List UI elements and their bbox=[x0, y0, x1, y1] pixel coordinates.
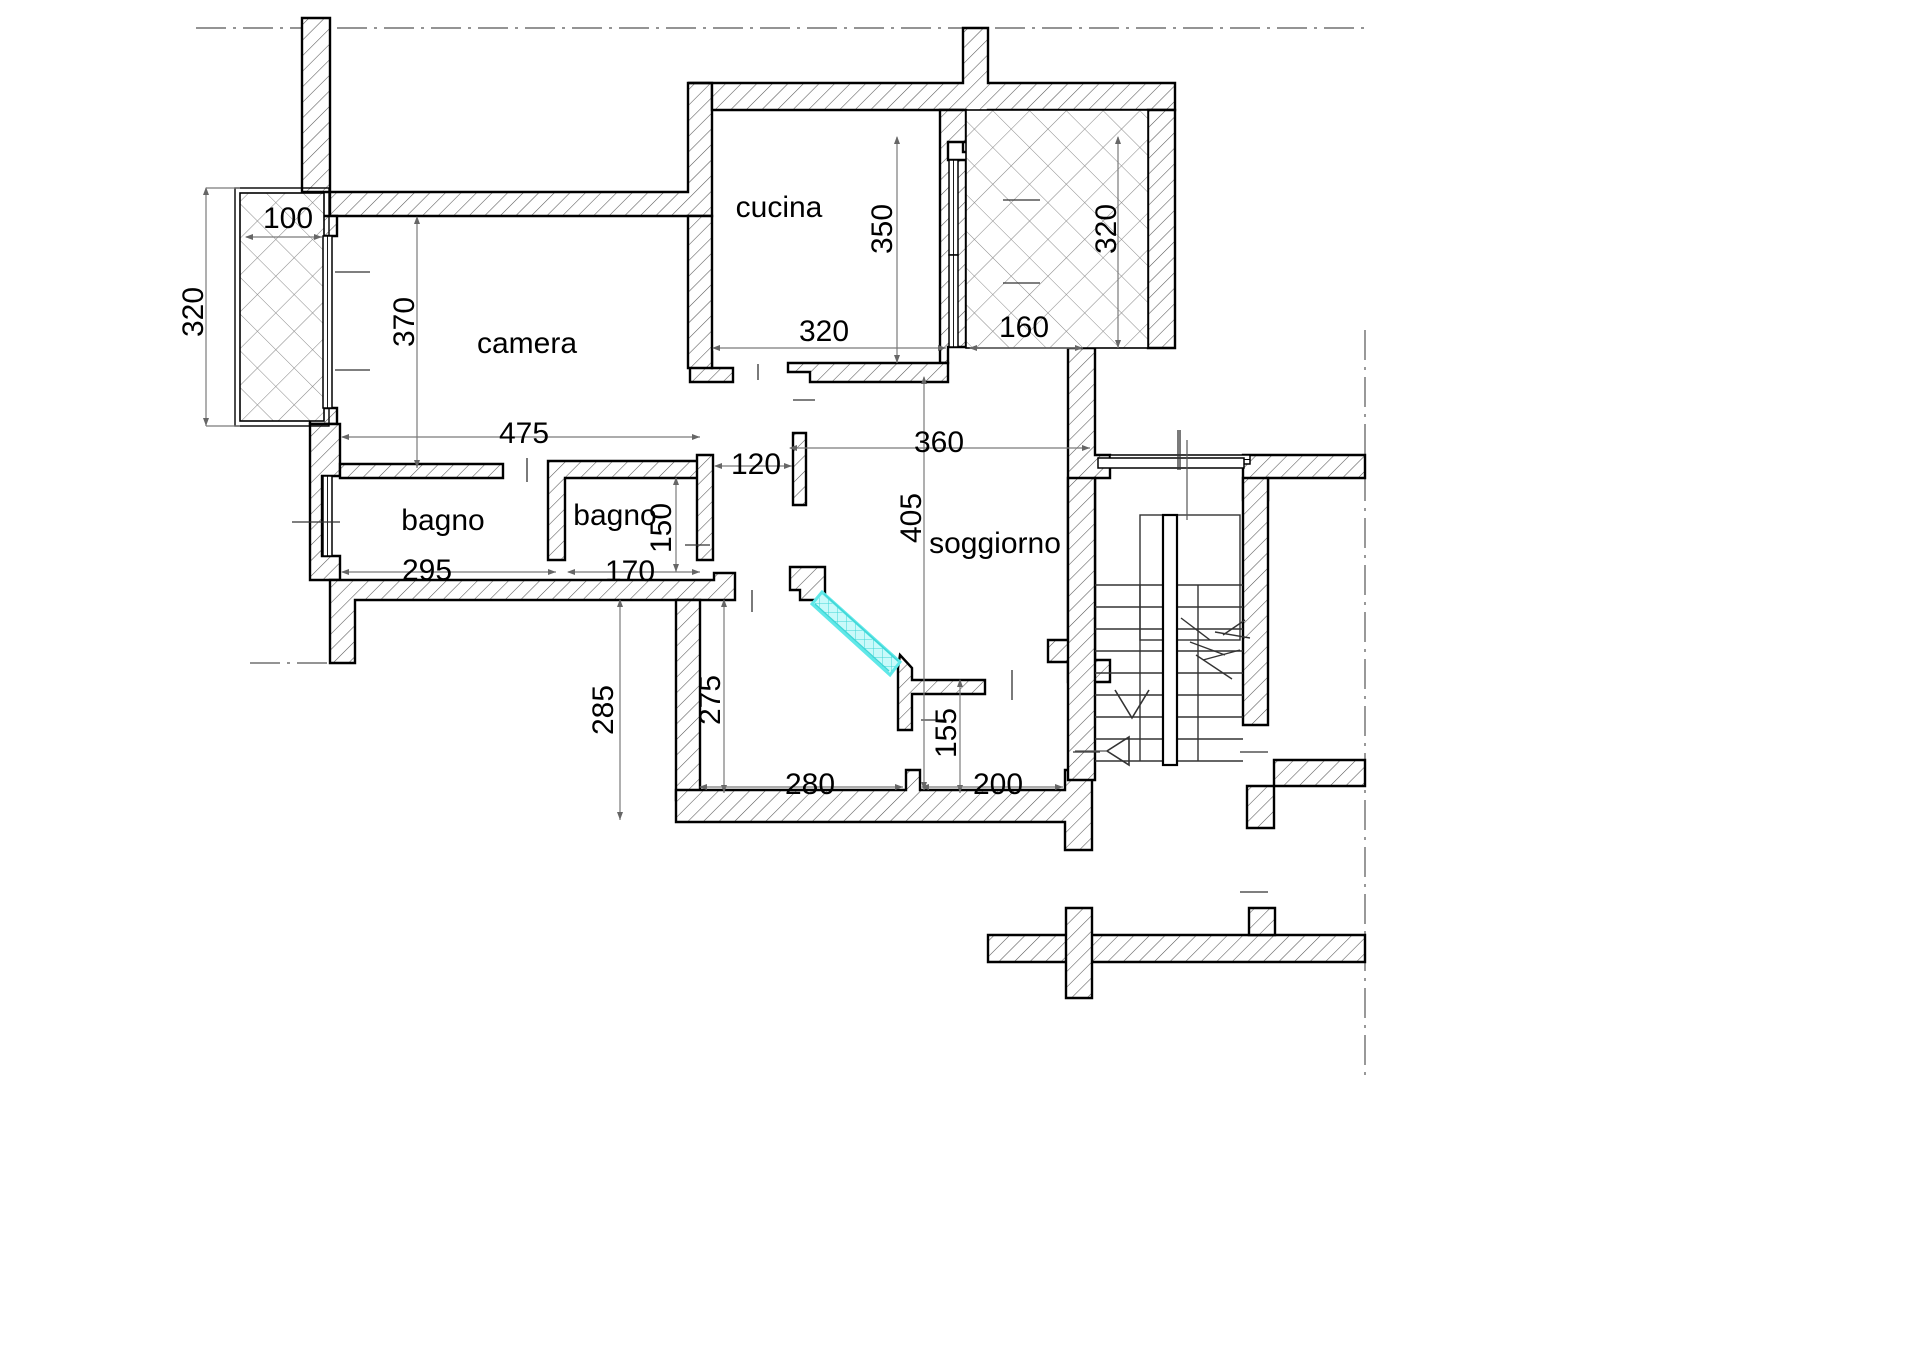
wall-ramp-foot bbox=[896, 652, 987, 732]
dimension-lines bbox=[203, 136, 1121, 820]
wall-bottom-right-stub bbox=[1245, 758, 1367, 830]
dimension-label-320-cucina: 320 bbox=[799, 315, 849, 348]
dimension-label-360-soggiorno: 360 bbox=[914, 426, 964, 459]
room-label-bagno-1: bagno bbox=[401, 504, 484, 537]
stair-down-arrow bbox=[1114, 689, 1150, 720]
wall-camera-cucina bbox=[686, 214, 714, 370]
ramp bbox=[809, 589, 903, 678]
staircase bbox=[1095, 440, 1251, 767]
dimension-label-200-bottom: 200 bbox=[973, 768, 1023, 801]
wall-bagno1-top bbox=[338, 462, 505, 480]
pier-corridoio bbox=[791, 431, 808, 507]
dimension-label-280-bottom: 280 bbox=[785, 768, 835, 801]
dimension-label-170-bagno2: 170 bbox=[605, 555, 655, 588]
room-label-camera: camera bbox=[477, 327, 577, 360]
dimension-label-295-bagno1: 295 bbox=[402, 554, 452, 587]
dimension-label-275-bottom: 275 bbox=[694, 675, 727, 725]
wall-stairwell-left bbox=[1066, 476, 1097, 782]
wall-left-lower bbox=[308, 422, 342, 582]
room-label-cucina: cucina bbox=[736, 191, 823, 224]
dimension-label-370-camera: 370 bbox=[388, 297, 421, 347]
ramp-edge-a bbox=[823, 593, 899, 662]
walls bbox=[300, 16, 1367, 1000]
wall-bagno2-right-jamb bbox=[695, 453, 715, 562]
dimension-labels: 320 100 370 475 295 170 150 120 350 320 … bbox=[177, 202, 1123, 801]
room-label-soggiorno: soggiorno bbox=[929, 527, 1061, 560]
wall-cucina-bottom-long bbox=[786, 361, 950, 384]
dimension-label-405-soggiorno: 405 bbox=[895, 493, 928, 543]
dimension-label-155-bottom: 155 bbox=[930, 708, 963, 758]
wall-ramp-head bbox=[788, 565, 827, 602]
view-direction-marker bbox=[1075, 735, 1130, 767]
dimension-label-475-camera: 475 bbox=[499, 417, 549, 450]
wall-bottom-far-horizontal bbox=[986, 933, 1367, 964]
wall-bagni-bottom bbox=[328, 571, 737, 665]
dimension-label-120-corridoio: 120 bbox=[731, 448, 781, 481]
wall-right-facade bbox=[1146, 108, 1177, 350]
dimension-label-150-bagno2: 150 bbox=[645, 503, 678, 553]
dimension-label-100-top: 100 bbox=[263, 202, 313, 235]
room-label-bagno-2: bagno bbox=[573, 499, 656, 532]
wall-left-facade-upper bbox=[300, 16, 332, 194]
balcony-left bbox=[239, 192, 325, 422]
dimension-label-350-cucina: 350 bbox=[866, 204, 899, 254]
window-stairwell-top bbox=[1097, 457, 1245, 469]
dimension-label-160-balcone: 160 bbox=[999, 311, 1049, 344]
stair-landing-outline bbox=[1139, 514, 1241, 641]
wall-stairwell-right bbox=[1241, 476, 1270, 727]
dimension-label-285-bottom: 285 bbox=[587, 685, 620, 735]
ramp-edge-b bbox=[814, 603, 890, 672]
dimension-label-320-right: 320 bbox=[1090, 204, 1123, 254]
stair-break-lines bbox=[1180, 617, 1251, 680]
wall-soggiorno-bottom bbox=[674, 768, 1094, 852]
wall-bottom-far-vertical-a bbox=[1064, 906, 1094, 1000]
stair-central-wall bbox=[1161, 513, 1179, 767]
dimension-label-320-left: 320 bbox=[177, 287, 210, 337]
wall-bottom-far-vertical-b bbox=[1247, 906, 1277, 937]
room-labels: camera cucina bagno bagno soggiorno bbox=[401, 191, 1061, 560]
